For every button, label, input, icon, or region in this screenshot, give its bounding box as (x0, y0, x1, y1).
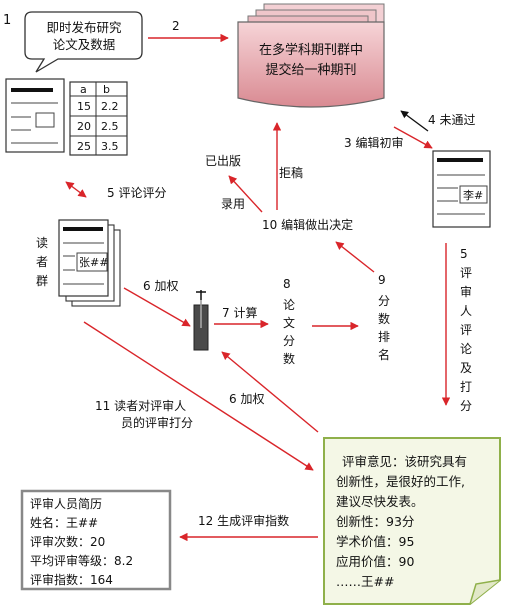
reviewer-document: 李# (432, 150, 491, 228)
bubble-line-2: 论文及数据 (53, 37, 116, 52)
weighting-device (193, 290, 209, 351)
paper-document-icon (5, 78, 65, 153)
table-cell: 2.2 (101, 100, 119, 113)
step6-bottom-label: 6 加权 (229, 392, 264, 406)
arrow-rank-to-decision (335, 241, 375, 273)
step5-right-char: 评 (460, 266, 472, 280)
review-line: ……王## (336, 574, 394, 589)
profile-line: 评审次数：20 (30, 534, 105, 549)
table-cell: 2.5 (101, 120, 119, 133)
table-cell: 15 (77, 100, 91, 113)
arrow-step6-top (123, 287, 191, 327)
journal-line-2: 提交给一种期刊 (265, 62, 356, 78)
profile-line: 姓名：王## (30, 515, 98, 530)
step9-char: 排 (378, 330, 390, 344)
readers-char: 读 (36, 236, 48, 250)
step11-line-1: 11 读者对评审人 (95, 398, 186, 413)
step11-line-2: 员的评审打分 (121, 415, 193, 430)
readers-char: 群 (36, 274, 48, 288)
step12-label: 12 生成评审指数 (198, 513, 289, 528)
readers-char: 者 (36, 255, 48, 269)
step9-char: 分 (378, 294, 390, 308)
step8-number: 8 (283, 277, 291, 291)
step8-char: 数 (283, 351, 295, 366)
table-header-a: a (80, 83, 87, 96)
step8-char: 文 (283, 315, 295, 330)
arrow-step5-left (65, 181, 87, 198)
review-line: 评审意见：该研究具有 (342, 454, 467, 469)
journal-group-stack: 在多学科期刊群中 提交给一种期刊 (237, 3, 385, 108)
journal-front-page (237, 21, 385, 108)
step6-top-label: 6 加权 (143, 279, 178, 293)
review-opinion-note: 评审意见：该研究具有 创新性，是很好的工作, 建议尽快发表。 创新性：93分 学… (323, 437, 501, 605)
arrow-step11 (83, 321, 314, 471)
arrow-step6-bottom (221, 351, 319, 433)
accepted-label: 录用 (221, 197, 245, 211)
reviewer-tag: 李# (463, 188, 483, 202)
step4-label: 4 未通过 (428, 113, 475, 127)
step9-number: 9 (378, 273, 386, 287)
step8-char: 论 (283, 298, 295, 312)
step9-char: 数 (378, 311, 390, 326)
step7-label: 7 计算 (222, 305, 257, 320)
review-line: 学术价值：95 (336, 534, 414, 549)
bubble-line-1: 即时发布研究 (46, 20, 122, 35)
arrow-publish (228, 175, 263, 213)
table-cell: 3.5 (101, 140, 119, 153)
review-line: 建议尽快发表。 (336, 494, 424, 509)
step5-left-label: 5 评论评分 (107, 186, 166, 200)
step5-right-char: 及 (460, 361, 472, 375)
step1-number: 1 (3, 13, 11, 28)
published-label: 已出版 (205, 154, 241, 168)
arrow-step3 (393, 126, 433, 149)
step9-char: 名 (378, 347, 390, 362)
profile-line: 平均评审等级：8.2 (30, 553, 133, 568)
reviewer-profile-card: 评审人员简历 姓名：王## 评审次数：20 平均评审等级：8.2 评审指数：16… (20, 489, 172, 591)
readers-document-stack: 张## (58, 219, 121, 307)
step5-right-char: 分 (460, 399, 472, 413)
step5-right-char: 评 (460, 323, 472, 337)
step5-right-char: 审 (460, 284, 472, 299)
table-cell: 20 (77, 120, 91, 133)
step5-right-char: 打 (460, 380, 472, 394)
bubble-shape (24, 11, 143, 73)
rejected-label: 拒稿 (279, 165, 303, 180)
step3-label: 3 编辑初审 (344, 135, 403, 150)
step10-label: 10 编辑做出决定 (262, 217, 353, 232)
step5-right-char: 人 (460, 304, 472, 318)
journal-line-1: 在多学科期刊群中 (259, 42, 363, 58)
table-cell: 25 (77, 140, 91, 153)
profile-line: 评审指数：164 (30, 572, 113, 587)
review-line: 创新性：93分 (336, 514, 414, 529)
review-line: 创新性，是很好的工作, (336, 474, 465, 489)
step5-right-number: 5 (460, 247, 468, 261)
review-line: 应用价值：90 (336, 554, 414, 569)
table-header-b: b (103, 83, 110, 96)
reader-tag: 张## (79, 256, 108, 269)
publish-bubble: 即时发布研究 论文及数据 (24, 11, 143, 73)
arrow-step4 (400, 110, 429, 132)
step8-char: 分 (283, 334, 295, 348)
data-table: a b 15 2.2 20 2.5 25 3.5 (69, 81, 128, 156)
profile-line: 评审人员简历 (30, 496, 102, 511)
step2-label: 2 (172, 19, 180, 33)
step5-right-char: 论 (460, 342, 472, 356)
